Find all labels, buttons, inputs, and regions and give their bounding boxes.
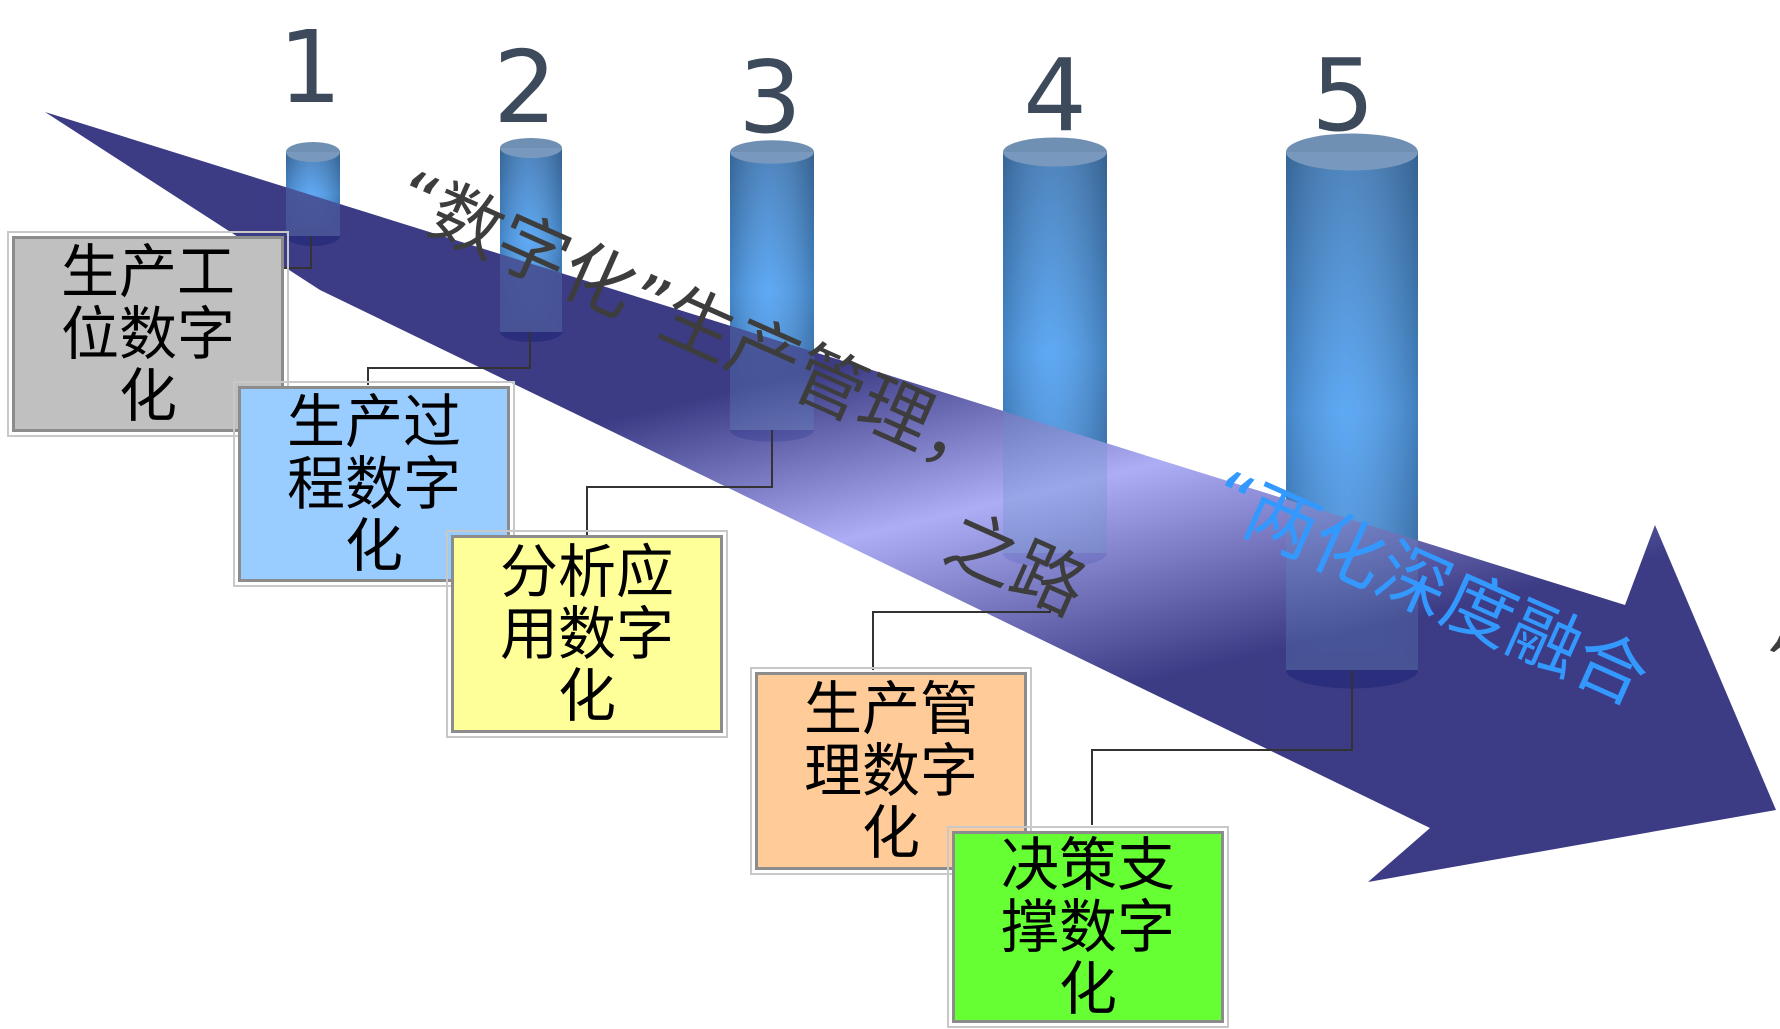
step-number-2: 2 [493, 29, 557, 146]
step-label-5: 决策支撑数字化 [1000, 831, 1175, 1023]
column-top-3 [730, 140, 814, 164]
connector-line-4 [872, 605, 1051, 670]
step-box-3: 分析应用数字化 [446, 530, 728, 738]
step-label-4: 生产管理数字化 [803, 675, 978, 867]
column-overlay-1 [286, 152, 340, 236]
step-number-1: 1 [278, 9, 342, 126]
connector-lines [283, 236, 1353, 825]
connector-line-3 [586, 430, 773, 535]
step-label-1: 生产工位数字化 [60, 238, 235, 430]
column-top-2 [500, 138, 562, 158]
column-overlay-2 [500, 148, 562, 332]
column-front-group [286, 148, 1418, 670]
step-box-5: 决策支撑数字化 [947, 826, 1229, 1028]
connector-line-5 [1091, 670, 1353, 825]
connector-line-1 [283, 236, 312, 269]
step-label-3: 分析应用数字化 [499, 538, 674, 730]
arrow-text-4: ” [1743, 619, 1780, 711]
column-top-5 [1286, 133, 1418, 171]
step-number-3: 3 [738, 39, 802, 156]
progress-arrow [45, 112, 1776, 882]
column-top-4 [1003, 137, 1107, 167]
step-label-2: 生产过程数字化 [286, 388, 461, 580]
column-overlay-3 [730, 152, 814, 430]
step-number-5: 5 [1311, 37, 1375, 154]
column-top-1 [286, 142, 340, 162]
step-number-4: 4 [1023, 37, 1087, 154]
column-overlay-4 [1003, 152, 1107, 553]
connector-line-2 [367, 332, 531, 385]
column-overlay-5 [1286, 152, 1418, 670]
